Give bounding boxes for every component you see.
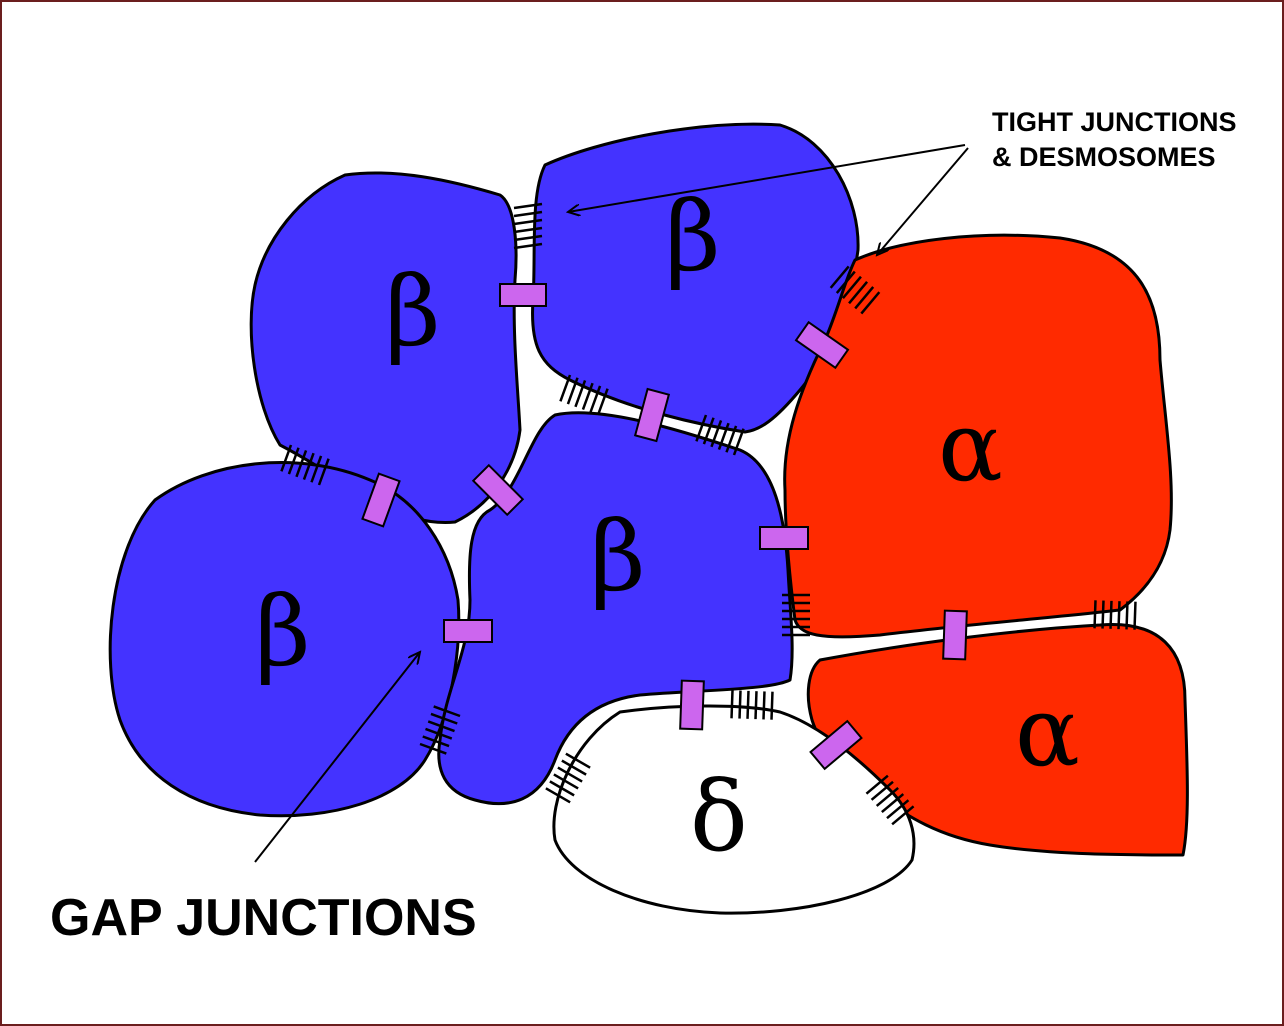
tight-junctions	[280, 202, 1137, 826]
tight-junctions-label-line1: TIGHT JUNCTIONS	[992, 107, 1237, 137]
alpha-cell-upper-right	[783, 233, 1173, 639]
delta-label: δ	[690, 761, 748, 873]
gap-junction	[794, 320, 850, 370]
gap-junction	[633, 387, 671, 443]
gap-junctions-label: GAP JUNCTIONS	[50, 889, 477, 947]
arrow-gap-junction	[254, 652, 420, 863]
tight-junction	[513, 202, 543, 250]
tight-junction	[419, 705, 461, 755]
tight-junction	[545, 752, 591, 804]
beta-label-center: β	[590, 501, 646, 613]
gap-junctions	[361, 283, 968, 771]
beta-label-top-middle: β	[665, 181, 721, 293]
gap-junction	[679, 679, 705, 731]
gap-junction	[471, 463, 525, 517]
beta-label-top-left: β	[385, 256, 441, 368]
tight-junction	[1093, 600, 1137, 630]
beta-label-left: β	[255, 576, 311, 688]
tight-junction	[865, 774, 915, 826]
beta-cell-center	[437, 411, 794, 806]
arrow-tight-junction-right	[877, 147, 969, 255]
beta-cell-top-middle	[531, 122, 860, 434]
gap-junction	[443, 619, 493, 643]
tight-junction	[695, 414, 745, 456]
arrow-tight-junction-left	[568, 144, 966, 212]
gap-junction	[361, 472, 401, 528]
tight-junction	[730, 690, 774, 720]
gap-junction	[809, 719, 863, 771]
gap-junction	[942, 609, 968, 661]
gap-junction	[499, 283, 547, 307]
tight-junction	[782, 593, 810, 637]
beta-cell-top-left	[249, 171, 522, 525]
alpha-label-lower: α	[1015, 676, 1080, 788]
tight-junction	[829, 265, 881, 315]
beta-cell-left	[108, 461, 461, 818]
tight-junction	[559, 374, 609, 416]
gap-junction	[759, 526, 809, 550]
tight-junction	[280, 444, 330, 486]
alpha-label-upper: α	[938, 391, 1003, 503]
tight-junctions-label-line2: & DESMOSOMES	[992, 142, 1216, 172]
